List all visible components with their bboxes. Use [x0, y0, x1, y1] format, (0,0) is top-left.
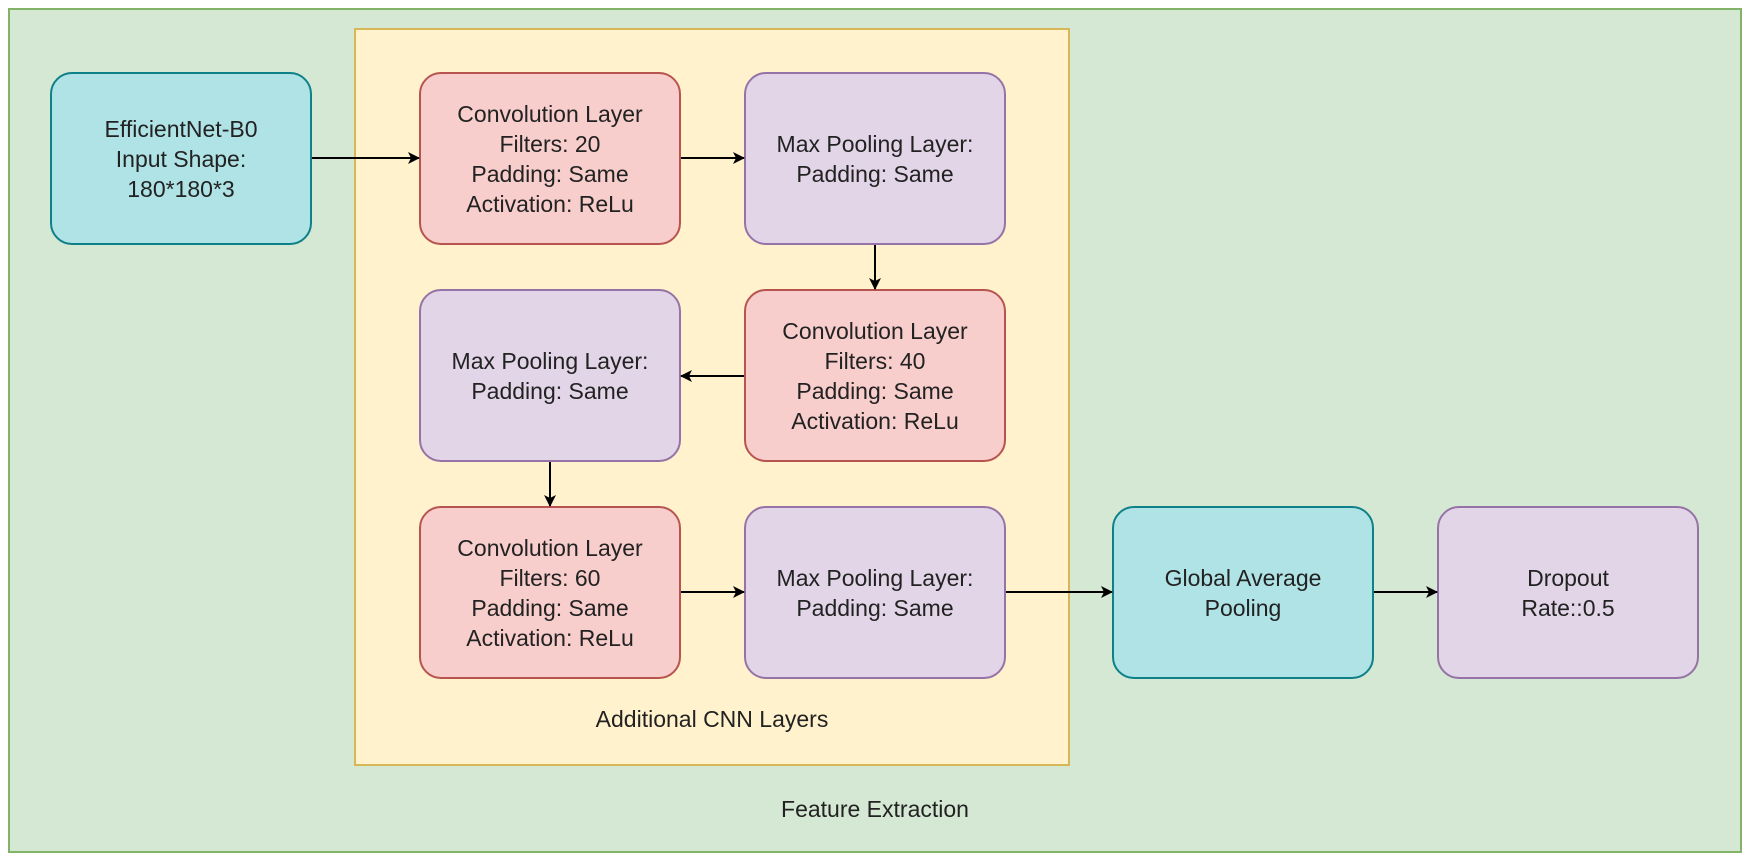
max-pool-layer-3-node: Max Pooling Layer: Padding: Same [744, 506, 1006, 679]
max-pool-layer-2-node: Max Pooling Layer: Padding: Same [419, 289, 681, 462]
container-label: Feature Extraction [781, 796, 969, 822]
group-label: Additional CNN Layers [595, 706, 829, 732]
efficientnet-input-node: EfficientNet-B0 Input Shape: 180*180*3 [50, 72, 312, 245]
dropout-node: Dropout Rate::0.5 [1437, 506, 1699, 679]
max-pool-layer-1-node: Max Pooling Layer: Padding: Same [744, 72, 1006, 245]
conv-layer-3-node: Convolution Layer Filters: 60 Padding: S… [419, 506, 681, 679]
conv-layer-2-node: Convolution Layer Filters: 40 Padding: S… [744, 289, 1006, 462]
conv-layer-1-node: Convolution Layer Filters: 20 Padding: S… [419, 72, 681, 245]
global-average-pooling-node: Global Average Pooling [1112, 506, 1374, 679]
